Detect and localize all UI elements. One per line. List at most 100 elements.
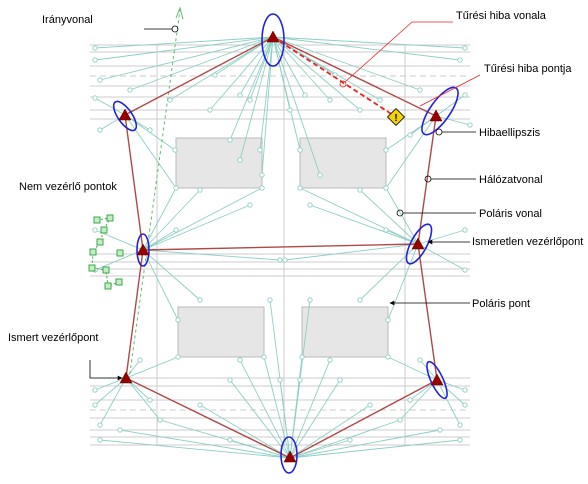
polar-line (359, 189, 419, 245)
polar-point (407, 132, 413, 138)
polar-point (97, 437, 103, 443)
polar-point (172, 147, 178, 153)
polar-line (263, 356, 291, 459)
polar-line (289, 429, 441, 459)
polar-line (435, 94, 466, 117)
polar-line (249, 36, 274, 101)
polar-line (142, 249, 179, 321)
label-halozatvonal: Hálózatvonal (479, 174, 543, 186)
polar-line (199, 404, 291, 459)
direction-line (128, 6, 184, 381)
polar-point (212, 72, 218, 78)
polar-point (357, 187, 363, 193)
polar-point (327, 97, 333, 103)
polar-point (297, 147, 303, 153)
polar-point (385, 354, 391, 360)
polar-line (94, 36, 274, 49)
polar-point (207, 107, 213, 113)
polar-line (229, 379, 291, 459)
polar-line (387, 243, 419, 321)
polar-point (173, 185, 179, 191)
polar-point (267, 297, 273, 303)
polar-point (147, 397, 153, 403)
polar-point (227, 377, 233, 383)
polar-line (142, 187, 177, 251)
non-control-point (89, 248, 97, 256)
polar-point (247, 97, 253, 103)
polar-line (272, 36, 461, 61)
non-control-point (96, 238, 104, 246)
polar-point (92, 57, 98, 63)
polar-point (259, 172, 265, 178)
polar-point (237, 157, 243, 163)
polar-point (457, 437, 463, 443)
polar-point (287, 107, 293, 113)
polar-line (261, 36, 274, 176)
polar-line (399, 379, 438, 421)
polar-point (227, 137, 233, 143)
polar-line (239, 359, 291, 459)
polar-point (137, 357, 143, 363)
building-block (299, 137, 387, 189)
polar-point (127, 87, 133, 93)
polar-line (272, 36, 301, 151)
polar-point (297, 185, 303, 191)
control-point (411, 237, 425, 250)
label-nem-vezerlo-pontok: Nem vezérlő pontok (19, 181, 117, 193)
polar-point (167, 97, 173, 103)
polar-line (359, 243, 419, 301)
polar-point (97, 422, 103, 428)
control-point (430, 373, 444, 386)
control-points (118, 30, 444, 463)
polar-line (142, 189, 201, 251)
polar-point (307, 202, 313, 208)
polar-point (277, 257, 283, 263)
polar-point (397, 417, 403, 423)
non-control-point (115, 278, 123, 286)
polar-line (272, 36, 306, 96)
non-control-point (106, 214, 114, 222)
polar-line (417, 243, 466, 271)
polar-point (277, 377, 283, 383)
polar-point (282, 257, 288, 263)
building-block (175, 137, 263, 189)
polar-point (197, 402, 203, 408)
label-ismert-vezerlopont: Ismert vezérlőpont (8, 332, 98, 344)
polar-line (142, 187, 263, 251)
polar-line (259, 36, 274, 151)
polar-point (197, 297, 203, 303)
error-ellipse (261, 13, 285, 67)
polar-point (257, 147, 263, 153)
polar-point (175, 354, 181, 360)
polar-point (383, 227, 389, 233)
polar-point (97, 77, 103, 83)
polar-point (175, 317, 181, 323)
polar-point (383, 147, 389, 153)
polar-point (462, 267, 468, 273)
leader-marker (339, 80, 347, 88)
polar-point (92, 227, 98, 233)
polar-point (261, 354, 267, 360)
polar-line (385, 187, 419, 245)
polar-point (237, 92, 243, 98)
error-ellipse (280, 436, 298, 474)
error-ellipse (136, 233, 150, 267)
polar-point (383, 185, 389, 191)
leader-marker (171, 25, 179, 33)
polar-line (142, 249, 201, 301)
polar-line (289, 356, 303, 459)
polar-line (289, 419, 401, 459)
polar-line (289, 439, 351, 459)
polar-line (94, 36, 274, 61)
leader-marker (396, 209, 404, 217)
polar-line (272, 36, 321, 176)
label-ismeretlen-vezerlopont: Ismeretlen vezérlőpont (472, 236, 583, 248)
polar-point (462, 227, 468, 233)
polar-point (357, 107, 363, 113)
polar-line (289, 359, 331, 459)
non-control-point (116, 249, 124, 257)
polar-point (467, 122, 473, 128)
polar-point (417, 87, 423, 93)
control-point (118, 108, 132, 121)
